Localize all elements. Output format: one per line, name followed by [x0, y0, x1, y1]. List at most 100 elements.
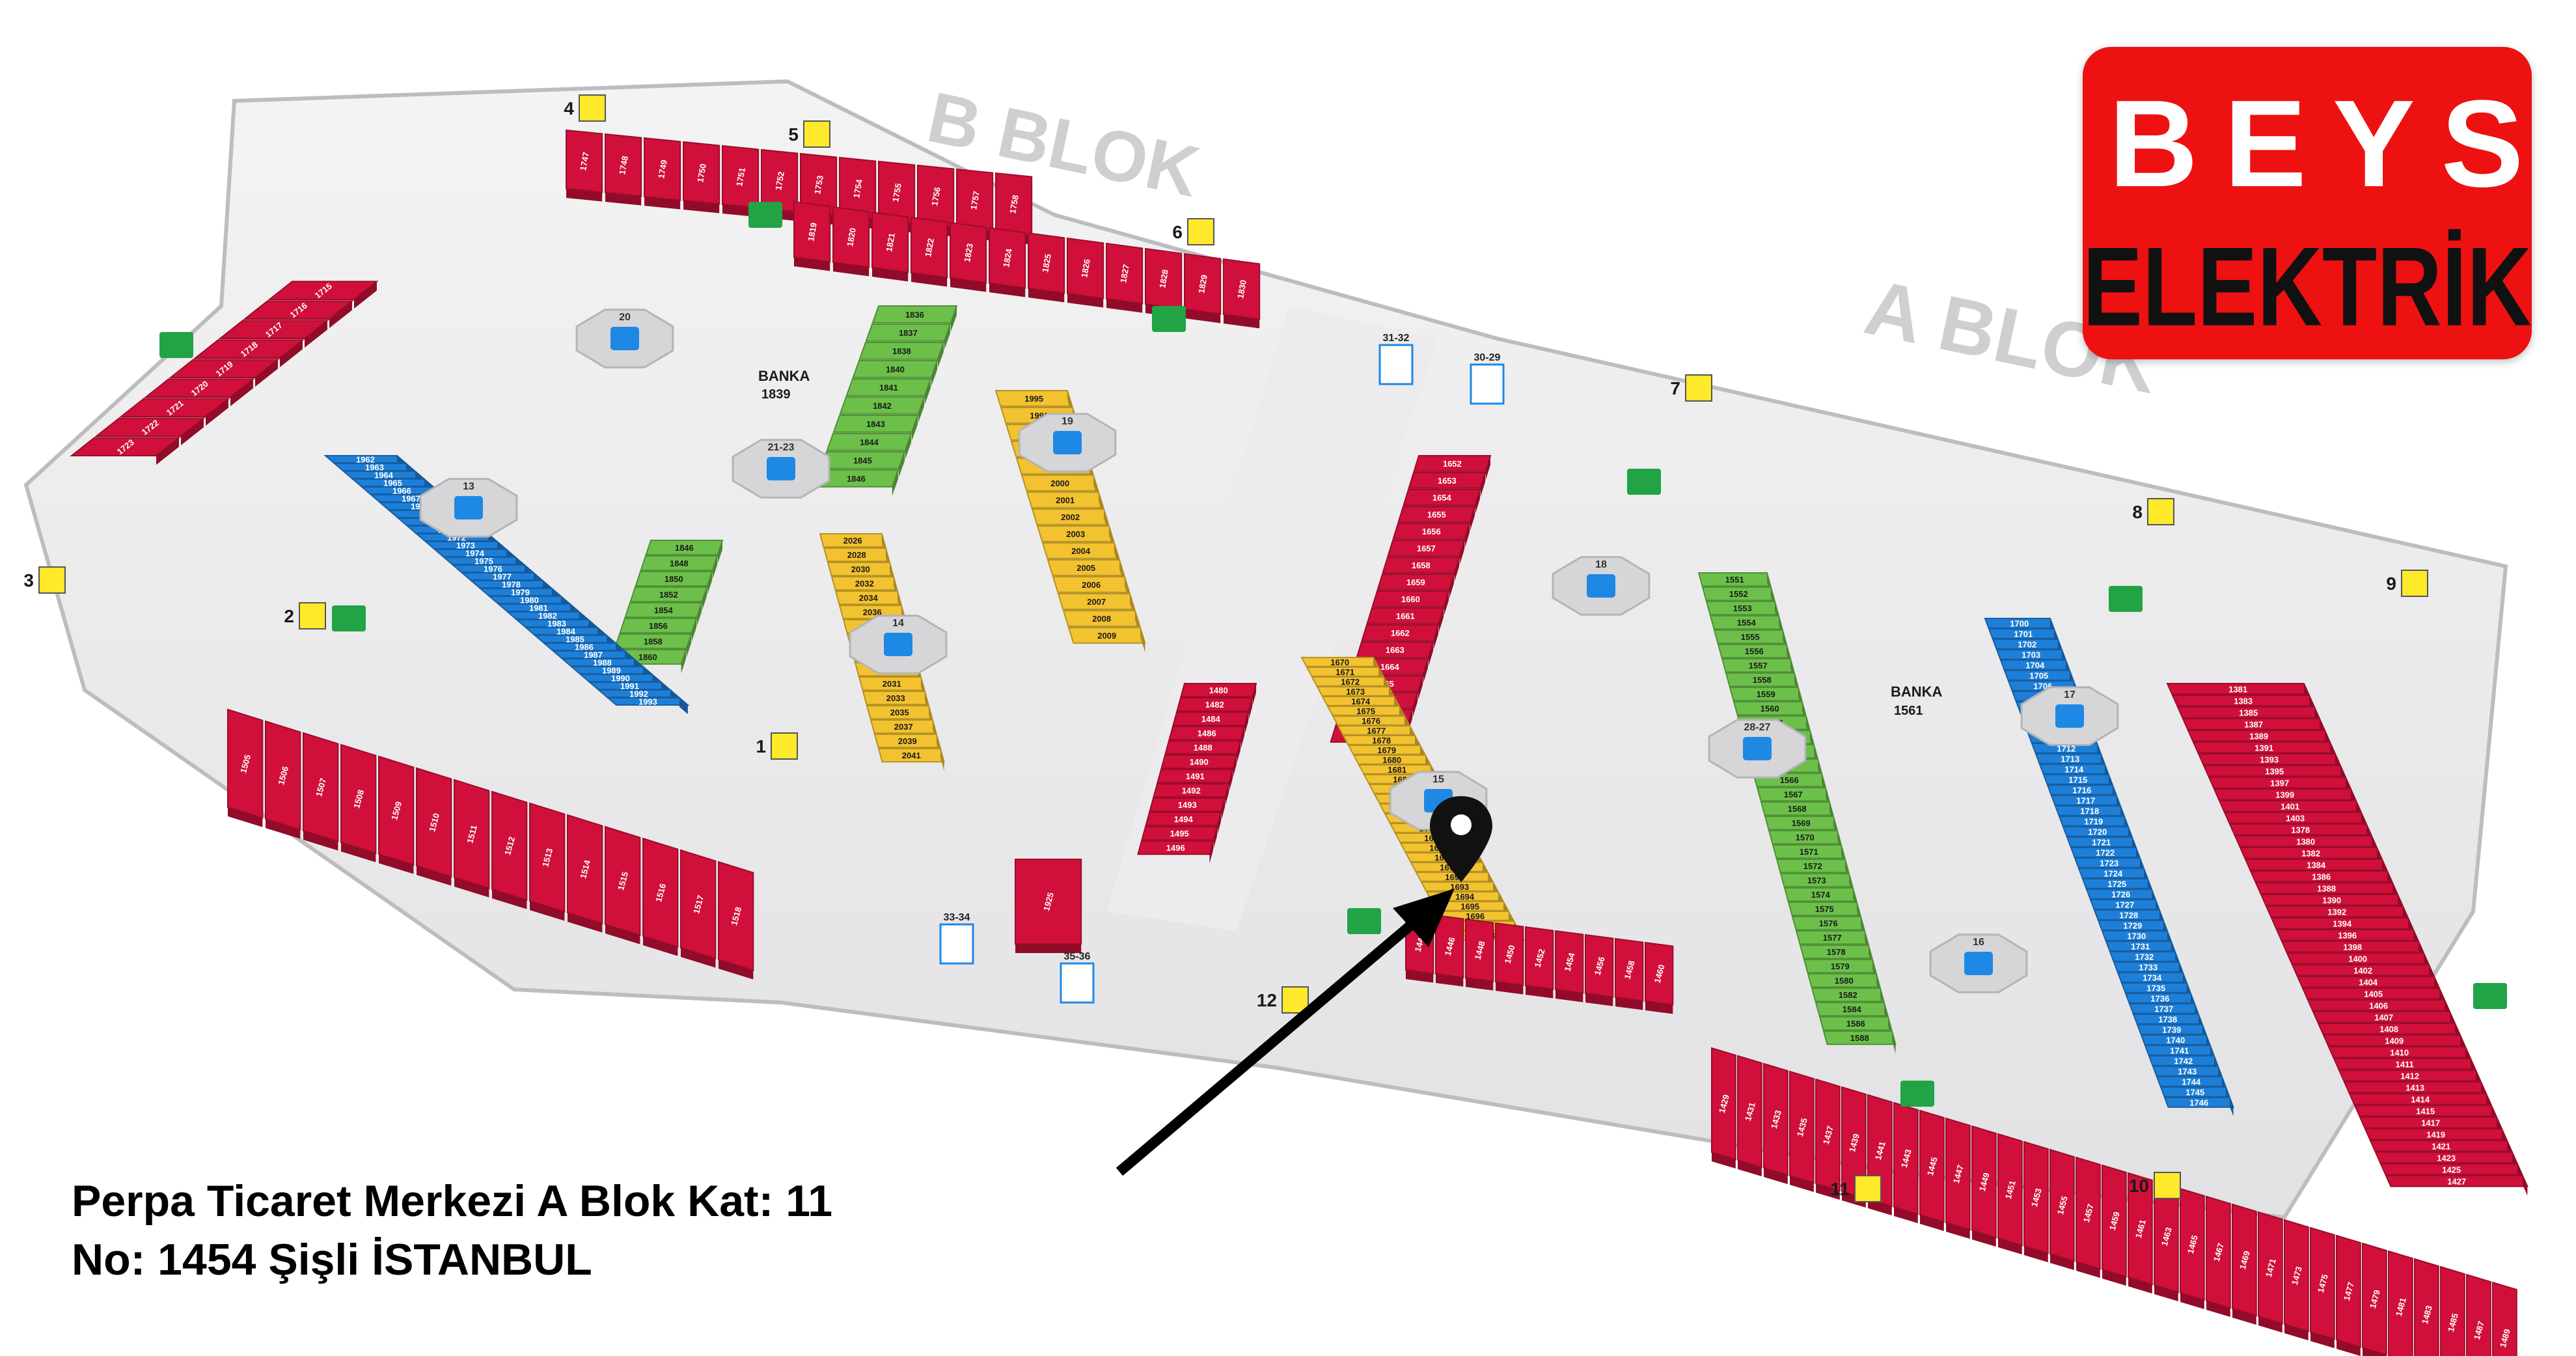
- shop-number: 1403: [2286, 813, 2305, 823]
- shop-number: 2009: [1097, 631, 1116, 641]
- shop-side: [1480, 473, 1485, 497]
- shop-number: 1387: [2244, 719, 2263, 729]
- shop-number: 1496: [1166, 843, 1185, 853]
- shop-side: [681, 650, 686, 674]
- shop-number: 1475: [2316, 1273, 2330, 1294]
- shop-side: [702, 587, 707, 611]
- shop-number: 1415: [2416, 1106, 2435, 1116]
- shop-number: 1846: [675, 543, 694, 553]
- emergency-exit-icon: [332, 605, 366, 631]
- shop-number: 1720: [2088, 827, 2107, 837]
- logo-line-elektrik: ELEKTRİK: [2083, 224, 2532, 350]
- freight-elevator-icon: [1281, 986, 1309, 1014]
- shop-1481[interactable]: [2388, 1250, 2413, 1356]
- shop-number: 2001: [1056, 495, 1075, 505]
- restroom-icon: [884, 633, 912, 656]
- shop-number: 1975: [474, 557, 493, 566]
- shop-number: 1388: [2317, 883, 2336, 893]
- shop-side: [1412, 693, 1418, 717]
- shop-number: 1822: [923, 238, 936, 258]
- shop-side: [1816, 1183, 1840, 1200]
- shop-number: 1481: [2394, 1297, 2408, 1318]
- shop-side: [643, 936, 678, 956]
- shop-number: 1713: [2061, 754, 2079, 764]
- shop-number: 1733: [2139, 962, 2158, 972]
- shop-number: 1841: [879, 383, 898, 393]
- shop-number: 1652: [1443, 459, 1462, 469]
- shop-side: [1459, 540, 1464, 565]
- shop-number: 1757: [968, 190, 981, 210]
- shop-1487[interactable]: [2466, 1273, 2491, 1356]
- shop-number: 1751: [734, 167, 747, 187]
- shop-number: 1980: [520, 596, 539, 605]
- shop-number: 1425: [2442, 1165, 2461, 1174]
- shop-number: 1674: [1351, 697, 1371, 706]
- shop-number: 1557: [1749, 661, 1768, 671]
- b-yellow: 1995199619971998199920002001200220032004…: [994, 390, 1146, 652]
- restroom-icon: [1587, 574, 1615, 598]
- shop-side: [1233, 755, 1237, 778]
- shop-side: [1185, 309, 1221, 324]
- core-number: 21-23: [768, 442, 795, 453]
- shop-side: [918, 397, 924, 423]
- shop-number: 1391: [2254, 743, 2273, 753]
- core-number: 18: [1595, 559, 1607, 570]
- shop-number: 1742: [2174, 1056, 2193, 1066]
- shop-side: [1225, 784, 1229, 807]
- shop-side: [1868, 1199, 1892, 1216]
- shop-number: 2037: [894, 722, 913, 732]
- stair-2: 2: [284, 602, 326, 630]
- shop-number: 1964: [374, 471, 394, 480]
- shop-side: [905, 434, 911, 460]
- shop-1483[interactable]: [2414, 1258, 2439, 1356]
- shop-number: 1671: [1336, 667, 1354, 677]
- shop-number: 1746: [2189, 1098, 2208, 1107]
- shop-1489[interactable]: [2492, 1281, 2517, 1356]
- shop-side: [417, 866, 452, 886]
- shop-number: 1696: [1466, 911, 1485, 921]
- shop-side: [1213, 827, 1217, 850]
- shop-number: 1397: [2270, 778, 2289, 788]
- shop-number: 1966: [392, 486, 411, 496]
- shop-number: 1659: [1406, 577, 1425, 587]
- shop-number: 1439: [1847, 1133, 1861, 1154]
- address-block: Perpa Ticaret Merkezi A Blok Kat: 11 No:…: [72, 1172, 1048, 1289]
- shop-number: 1411: [2396, 1059, 2414, 1069]
- shop-1485[interactable]: [2440, 1266, 2465, 1356]
- shop-side: [266, 819, 301, 839]
- shop-side: [2523, 1176, 2528, 1196]
- shop-side: [931, 361, 937, 387]
- shop-side: [892, 470, 898, 496]
- shop-number: 1660: [1401, 594, 1420, 604]
- shop-number: 1819: [806, 222, 819, 242]
- shop-side: [1237, 741, 1240, 764]
- shop-number: 1457: [2081, 1203, 2096, 1224]
- shop-side: [1946, 1223, 1970, 1239]
- shop-number: 1556: [1745, 646, 1764, 656]
- shop-number: 1398: [2343, 942, 2362, 952]
- shop-number: 1677: [1367, 726, 1386, 736]
- shop-number: 1748: [617, 155, 630, 175]
- shop-number: 1758: [1007, 194, 1021, 214]
- shop-side: [181, 418, 204, 445]
- shop-number: 1578: [1827, 947, 1846, 957]
- shop-number: 1850: [665, 574, 683, 584]
- shop-number: 1860: [638, 652, 657, 662]
- bank-number-b: 1839: [761, 387, 791, 402]
- shop-number: 2000: [1050, 478, 1069, 488]
- core-number: 19: [1062, 416, 1073, 427]
- shop-number: 1395: [2265, 766, 2284, 776]
- shop-side: [1406, 970, 1434, 983]
- shop-side: [1972, 1230, 1996, 1247]
- shop-number: 1965: [383, 478, 402, 488]
- shop-number: 1394: [2333, 919, 2352, 928]
- emergency-exit-icon: [2109, 586, 2143, 612]
- shop-side: [1842, 1191, 1866, 1208]
- shop-side: [1449, 574, 1454, 599]
- elevator-icon: [1378, 344, 1414, 385]
- shop-number: 1675: [1356, 706, 1375, 716]
- core-number: 20: [619, 312, 631, 323]
- shop-number: 1743: [2178, 1066, 2197, 1076]
- freight-elevator-icon: [2147, 498, 2174, 525]
